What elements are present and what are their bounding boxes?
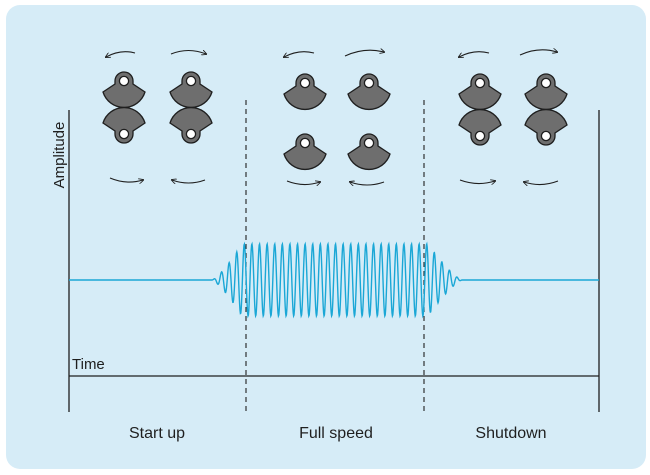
rotation-arrow-startup-bottom-right: [172, 180, 206, 183]
weight-shutdown-top-right: [524, 73, 568, 111]
rotation-arrow-shutdown-bottom-left: [459, 180, 495, 184]
rotation-arrow-startup-bottom-left: [109, 177, 143, 182]
rotation-arrow-fullspeed-top-right: [344, 50, 384, 57]
rotation-arrow-shutdown-bottom-right: [524, 181, 559, 185]
rotation-arrow-shutdown-top-left: [459, 51, 490, 57]
weight-shutdown-bottom-left: [458, 108, 502, 146]
weight-startup-top-left: [102, 71, 146, 109]
weight-fullspeed-bottom-left: [283, 133, 327, 171]
rotation-arrow-startup-top-left: [106, 51, 136, 57]
rotation-arrow-fullspeed-top-left: [284, 51, 315, 57]
weight-shutdown-top-left: [458, 73, 502, 111]
phase-label-shutdown: Shutdown: [475, 425, 546, 442]
weight-startup-bottom-left: [102, 106, 146, 144]
weight-fullspeed-top-left: [283, 73, 327, 111]
x-axis-label: Time: [72, 356, 105, 373]
phase-label-full-speed: Full speed: [299, 425, 373, 442]
weight-startup-top-right: [169, 71, 213, 109]
vibration-signal-waveform: [69, 241, 599, 319]
phase-label-start-up: Start up: [129, 425, 185, 442]
weight-startup-bottom-right: [169, 106, 213, 144]
weight-fullspeed-bottom-right: [347, 133, 391, 171]
y-axis-label: Amplitude: [51, 122, 68, 189]
weight-fullspeed-top-right: [347, 73, 391, 111]
rotation-arrow-shutdown-top-right: [519, 50, 557, 56]
rotation-arrow-startup-top-right: [170, 51, 206, 55]
rotation-arrow-fullspeed-bottom-left: [286, 181, 320, 185]
weight-shutdown-bottom-right: [524, 108, 568, 146]
eccentric-weights: [102, 50, 568, 185]
rotation-arrow-fullspeed-bottom-right: [350, 182, 385, 185]
